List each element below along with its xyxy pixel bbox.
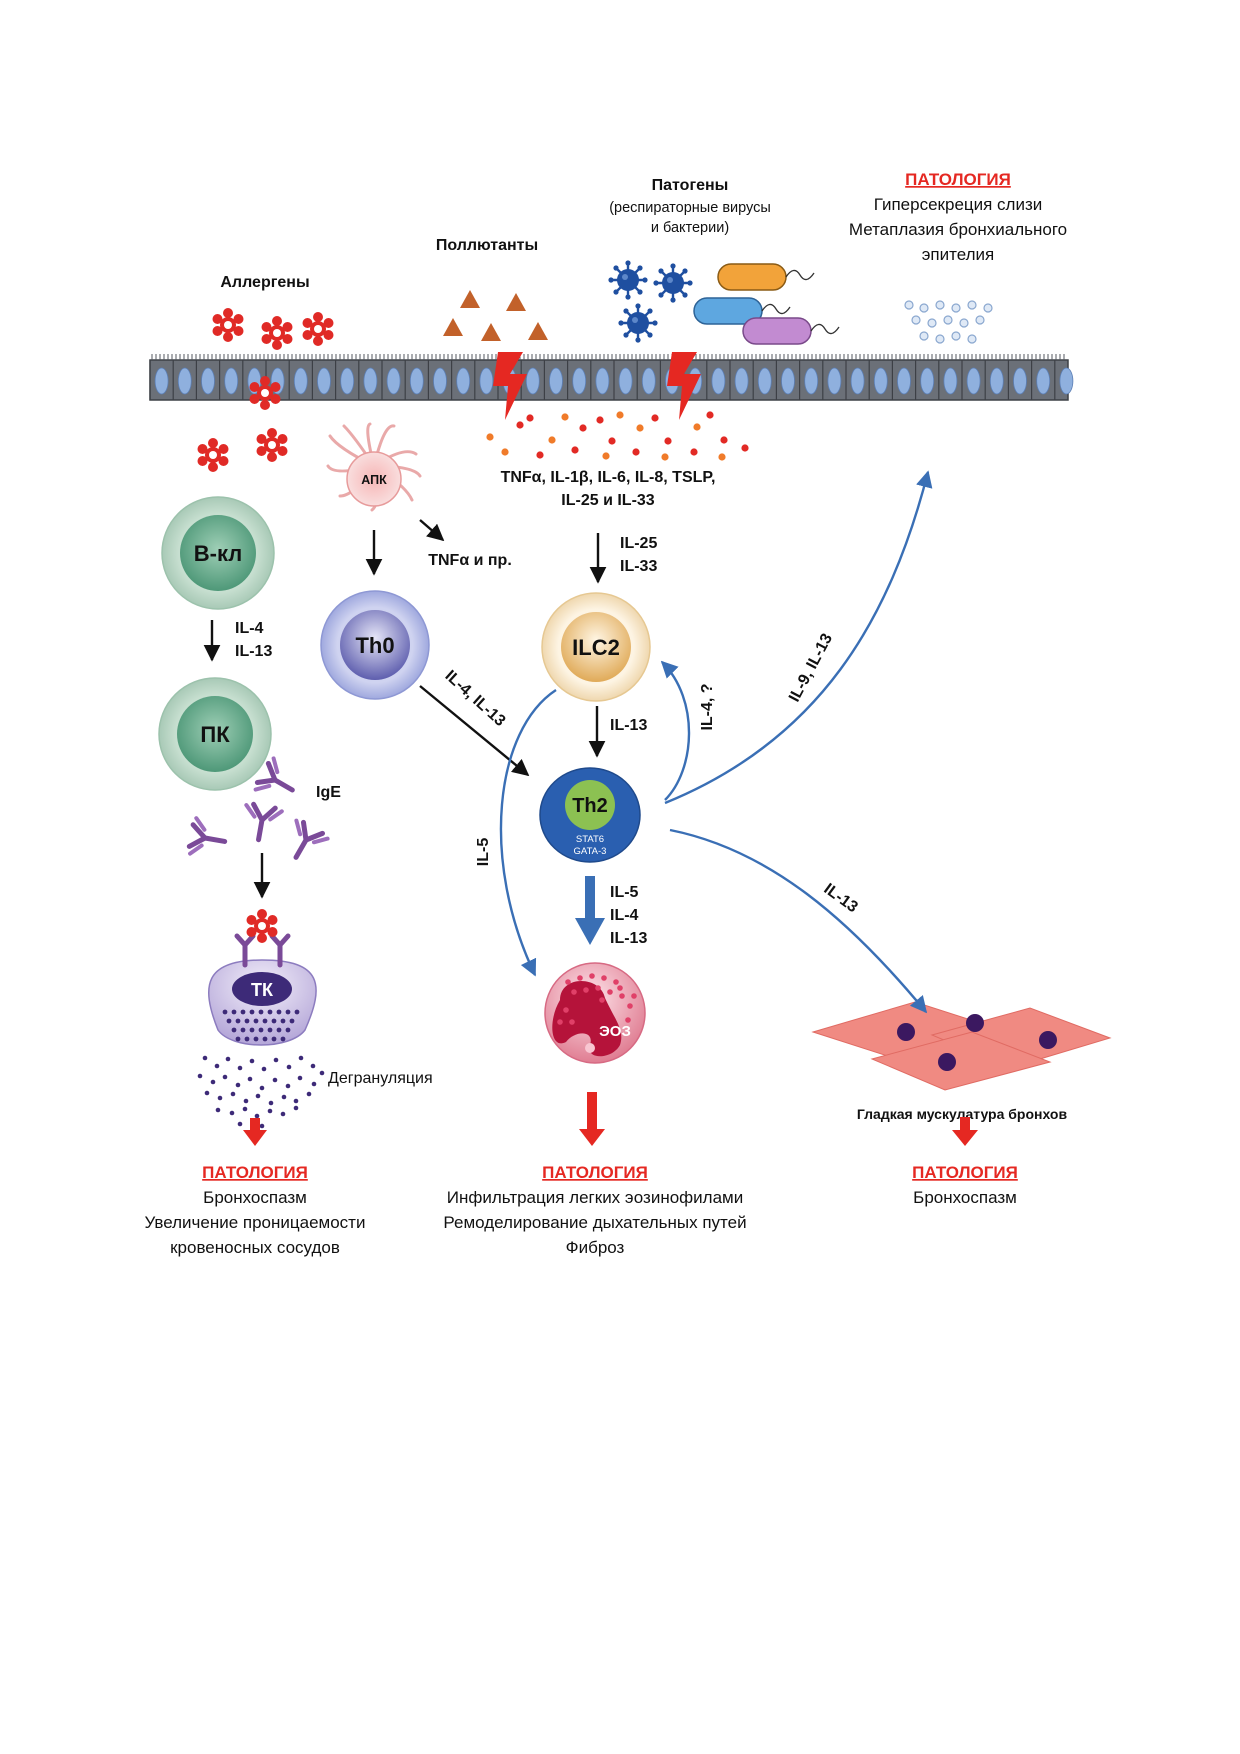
pathology-title-left: ПАТОЛОГИЯ (202, 1163, 308, 1182)
lightning-icon (493, 352, 527, 420)
arrow-apc-tnf (419, 519, 445, 542)
apc-cell: АПК (326, 422, 422, 512)
il25-label: IL-25 (620, 535, 657, 552)
pathology-arrow-center (579, 1092, 605, 1146)
allergen-icon (197, 438, 229, 472)
antibody-icon (280, 819, 328, 866)
pathology-right-line-1: Бронхоспазм (913, 1188, 1017, 1207)
virus-icon (617, 302, 659, 344)
smooth-muscle-label: Гладкая мускулатура бронхов (857, 1106, 1068, 1122)
lightning-icon (667, 352, 701, 420)
pathology-center-line-3: Фиброз (566, 1238, 625, 1257)
th0-arrow-label: IL-4, IL-13 (442, 667, 509, 730)
ilc2-eos-label: IL-5 (475, 838, 492, 867)
pathology-center-line-1: Инфильтрация легких эозинофилами (447, 1188, 743, 1207)
pathology-block-top: ПАТОЛОГИЯ Гиперсекреция слизи Метаплазия… (849, 170, 1067, 264)
pathology-left-line-3: кровеносных сосудов (170, 1238, 340, 1257)
epithelial-cytokines-line-2: IL-25 и IL-33 (561, 492, 655, 509)
arrow-ilc2-eos (499, 688, 557, 977)
arrow-th2-epithelium (664, 470, 933, 805)
arrow-th2-muscle (669, 828, 928, 1014)
pathology-title-center: ПАТОЛОГИЯ (542, 1163, 648, 1182)
pathology-top-line-2: Метаплазия бронхиального (849, 220, 1067, 239)
ilc2-label: ILC2 (572, 635, 620, 660)
bcell-il13-label: IL-13 (235, 643, 272, 660)
th2-eos-label-3: IL-13 (610, 930, 647, 947)
bcell-il4-label: IL-4 (235, 620, 264, 637)
virus-icon (652, 262, 694, 304)
pathology-title-top: ПАТОЛОГИЯ (905, 170, 1011, 189)
mast-granules (197, 1009, 325, 1129)
cytokine-dots (486, 411, 749, 461)
b-cell: В-кл (161, 496, 275, 610)
pathogens-subtitle-2: и бактерии) (651, 220, 729, 236)
th2-eos-label-2: IL-4 (610, 907, 639, 924)
plasma-cell-label: ПК (200, 722, 230, 747)
pathology-top-line-1: Гиперсекреция слизи (874, 195, 1043, 214)
stat6-label: STAT6 (576, 834, 604, 845)
th2-epithelium-label: IL-9, IL-13 (786, 631, 836, 705)
th0-cell: Th0 (320, 590, 430, 700)
pathology-left-line-1: Бронхоспазм (203, 1188, 307, 1207)
pathology-arrows (243, 1092, 978, 1146)
pollutant-icon (443, 290, 548, 341)
arrows-blue (499, 470, 933, 1014)
allergen-icon (212, 308, 244, 342)
gata3-label: GATA-3 (574, 846, 607, 857)
th2-eos-label-1: IL-5 (610, 884, 639, 901)
mast-cell: ТК (197, 909, 325, 1129)
pathogens-title: Патогены (652, 177, 729, 194)
ilc2-th2-label: IL-13 (610, 717, 647, 734)
th2-ilc2-label: IL-4, ? (699, 683, 716, 730)
bacteria-icon (693, 297, 791, 325)
plasma-cell: ПК (158, 677, 272, 791)
pathology-arrow-left (243, 1118, 267, 1146)
b-cell-label: В-кл (194, 541, 242, 566)
eosinophil-label: ЭОЗ (599, 1023, 631, 1040)
eosinophil-granules (557, 973, 637, 1025)
pathology-title-right: ПАТОЛОГИЯ (912, 1163, 1018, 1182)
pathology-top-line-3: эпителия (922, 245, 994, 264)
apc-label: АПК (361, 473, 387, 487)
pathology-center-line-2: Ремоделирование дыхательных путей (443, 1213, 746, 1232)
th2-cell: Th2 STAT6 GATA-3 (539, 767, 641, 863)
virus-icon (607, 259, 649, 301)
allergen-icon (261, 316, 293, 350)
pollutants-label: Поллютанты (436, 237, 538, 254)
antibody-icon (188, 818, 228, 859)
arrow-th2-ilc2 (660, 660, 691, 801)
pathology-arrow-right (952, 1117, 978, 1146)
bronchial-epithelium (149, 354, 1074, 401)
bacteria-icon (717, 263, 815, 291)
degranulation-label: Дегрануляция (328, 1070, 433, 1087)
pathology-block-left: ПАТОЛОГИЯ Бронхоспазм Увеличение проница… (145, 1163, 366, 1257)
allergen-icon (256, 428, 288, 462)
ilc2-cell: ILC2 (541, 592, 651, 702)
th2-label: Th2 (572, 795, 608, 817)
eosinophil-cell: ЭОЗ (544, 962, 646, 1064)
arrows-black (203, 519, 607, 899)
pathology-block-right: ПАТОЛОГИЯ Бронхоспазм (912, 1163, 1018, 1207)
apc-output-label: TNFα и пр. (428, 552, 512, 569)
pathology-left-line-2: Увеличение проницаемости (145, 1213, 366, 1232)
bacteria-icon (742, 317, 840, 345)
antibody-icon (234, 933, 291, 968)
arrow-th2-eos (575, 876, 605, 945)
th0-label: Th0 (355, 633, 394, 658)
smooth-muscle (811, 1001, 1112, 1091)
pathogens-subtitle-1: (респираторные вирусы (609, 200, 771, 216)
mast-cell-label: ТК (251, 980, 274, 1000)
ige-label: IgE (316, 784, 341, 801)
allergen-icon (302, 312, 334, 346)
antibody-icon (241, 803, 282, 843)
il33-label: IL-33 (620, 558, 657, 575)
epithelial-cytokines-line-1: TNFα, IL-1β, IL-6, IL-8, TSLP, (501, 469, 716, 486)
pathology-block-center: ПАТОЛОГИЯ Инфильтрация легких эозинофила… (443, 1163, 746, 1257)
allergens-label: Аллергены (220, 274, 309, 291)
